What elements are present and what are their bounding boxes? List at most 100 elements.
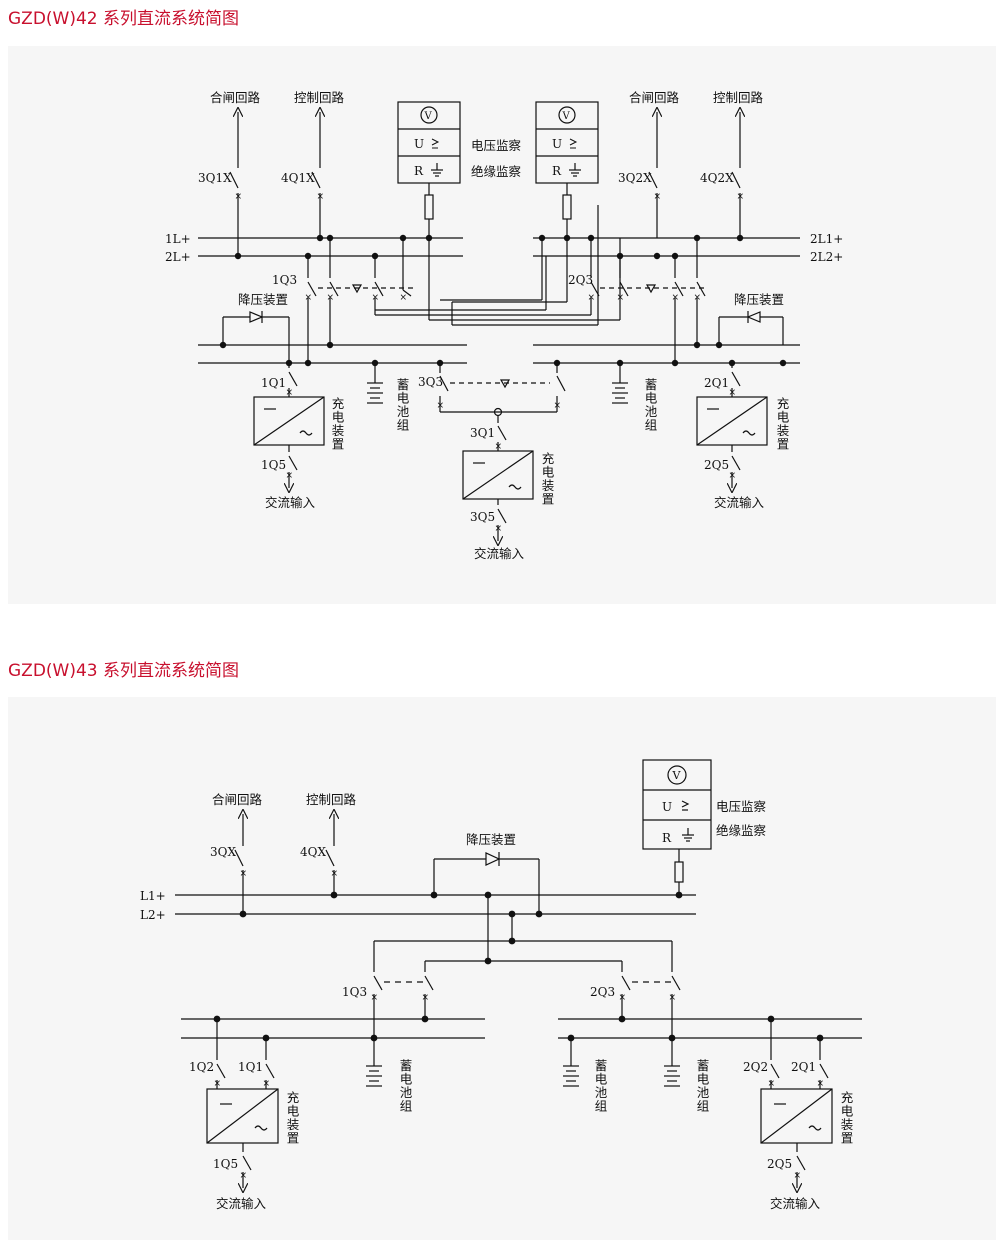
label-4q2x: 4Q2X — [700, 171, 734, 185]
label-2q2: 2Q2 — [743, 1060, 768, 1074]
svg-text:×: × — [422, 993, 430, 1003]
label-charger-center: 充电装置 — [542, 451, 555, 507]
svg-text:×: × — [737, 192, 745, 202]
svg-text:×: × — [495, 442, 503, 452]
label-ac-input-left: 交流输入 — [265, 495, 316, 510]
label-step-down-left: 降压装置 — [238, 292, 288, 307]
label-bus-l1: L1+ — [140, 889, 166, 903]
meter-r-right: R — [552, 164, 562, 178]
meter-r-43: R — [662, 831, 672, 845]
label-bus-1l: 1L+ — [165, 232, 191, 246]
label-charger-right-43: 充电装置 — [841, 1090, 854, 1146]
label-1q2: 1Q2 — [189, 1060, 214, 1074]
label-charger-left-43: 充电装置 — [287, 1090, 300, 1146]
label-step-down-43: 降压装置 — [466, 832, 516, 847]
label-insulation-monitor: 绝缘监察 — [471, 164, 522, 179]
label-charger-right: 充电装置 — [777, 396, 790, 452]
label-4qx: 4QX — [300, 845, 326, 859]
svg-text:×: × — [372, 293, 380, 303]
switch-marks-gzdw42: ×× ×× ×××× ×××× ×× ×× ×× ×× — [235, 192, 745, 534]
svg-text:×: × — [286, 471, 294, 481]
diagram-title-gzdw43: GZD(W)43 系列直流系统简图 — [8, 661, 240, 681]
label-3q5: 3Q5 — [470, 510, 495, 524]
label-1q3-43: 1Q3 — [342, 985, 367, 999]
meter-u-right: U — [552, 137, 562, 151]
label-bus-2l: 2L+ — [165, 250, 191, 264]
svg-text:×: × — [214, 1079, 222, 1089]
monitor-box — [642, 759, 712, 850]
label-2q3: 2Q3 — [568, 273, 593, 287]
svg-text:×: × — [331, 869, 339, 879]
svg-text:×: × — [327, 293, 335, 303]
meter-v-left: V — [424, 111, 433, 122]
label-battery-3-43: 蓄电池组 — [697, 1058, 710, 1114]
svg-text:×: × — [672, 293, 680, 303]
label-1q1: 1Q1 — [261, 376, 286, 390]
label-1q5: 1Q5 — [261, 458, 286, 472]
svg-text:×: × — [729, 471, 737, 481]
svg-text:×: × — [768, 1079, 776, 1089]
label-ac-input-right: 交流输入 — [714, 495, 765, 510]
label-closing-circuit-left: 合闸回路 — [210, 90, 261, 105]
label-ac-input-center: 交流输入 — [474, 546, 525, 561]
label-bus-l2: L2+ — [140, 908, 166, 922]
label-3q2x: 3Q2X — [618, 171, 652, 185]
label-control-circuit-left: 控制回路 — [294, 90, 345, 105]
svg-text:×: × — [400, 293, 408, 303]
label-2q5-43: 2Q5 — [767, 1157, 792, 1171]
label-ac-input-left-43: 交流输入 — [216, 1196, 267, 1211]
label-3q3: 3Q3 — [418, 375, 443, 389]
svg-text:×: × — [240, 1171, 248, 1181]
label-insulation-monitor-43: 绝缘监察 — [716, 823, 767, 838]
label-1q1-43: 1Q1 — [238, 1060, 263, 1074]
svg-text:×: × — [794, 1171, 802, 1181]
svg-text:×: × — [305, 293, 313, 303]
label-bus-2l2: 2L2+ — [810, 250, 843, 264]
svg-text:×: × — [588, 293, 596, 303]
label-voltage-monitor: 电压监察 — [471, 138, 522, 153]
label-2q1-43: 2Q1 — [791, 1060, 816, 1074]
label-2q1: 2Q1 — [704, 376, 729, 390]
svg-text:×: × — [619, 993, 627, 1003]
label-battery-1-43: 蓄电池组 — [400, 1058, 413, 1114]
label-control-circuit-43: 控制回路 — [306, 792, 357, 807]
diagram-panel-gzdw43 — [8, 697, 996, 1240]
svg-text:×: × — [669, 993, 677, 1003]
label-1q3: 1Q3 — [272, 273, 297, 287]
svg-text:×: × — [240, 869, 248, 879]
meter-u-43: U — [662, 800, 672, 814]
svg-text:×: × — [263, 1079, 271, 1089]
svg-text:×: × — [654, 192, 662, 202]
svg-text:×: × — [317, 192, 325, 202]
meter-v-right: V — [562, 111, 571, 122]
label-closing-circuit-right: 合闸回路 — [629, 90, 680, 105]
label-step-down-right: 降压装置 — [734, 292, 784, 307]
label-closing-circuit-43: 合闸回路 — [212, 792, 263, 807]
svg-text:×: × — [554, 401, 562, 411]
label-2q3-43: 2Q3 — [590, 985, 615, 999]
label-3qx: 3QX — [210, 845, 236, 859]
svg-text:×: × — [495, 524, 503, 534]
label-2q5: 2Q5 — [704, 458, 729, 472]
meter-u-left: U — [414, 137, 424, 151]
svg-text:×: × — [617, 293, 625, 303]
label-voltage-monitor-43: 电压监察 — [716, 799, 767, 814]
svg-text:×: × — [694, 293, 702, 303]
label-battery-left: 蓄电池组 — [397, 377, 410, 433]
label-bus-2l1: 2L1+ — [810, 232, 843, 246]
label-1q5-43: 1Q5 — [213, 1157, 238, 1171]
switch-marks-gzdw43: × × × × × × × × × × × × — [214, 869, 825, 1181]
meter-r-left: R — [414, 164, 424, 178]
junctions-gzdw42 — [219, 234, 787, 367]
label-charger-left: 充电装置 — [332, 396, 345, 452]
svg-text:×: × — [235, 192, 243, 202]
junctions-gzdw43 — [213, 891, 824, 1042]
svg-text:×: × — [371, 993, 379, 1003]
label-3q1x: 3Q1X — [198, 171, 232, 185]
svg-text:×: × — [729, 388, 737, 398]
label-3q1: 3Q1 — [470, 426, 495, 440]
label-ac-input-right-43: 交流输入 — [770, 1196, 821, 1211]
svg-text:×: × — [437, 401, 445, 411]
svg-text:×: × — [817, 1079, 825, 1089]
